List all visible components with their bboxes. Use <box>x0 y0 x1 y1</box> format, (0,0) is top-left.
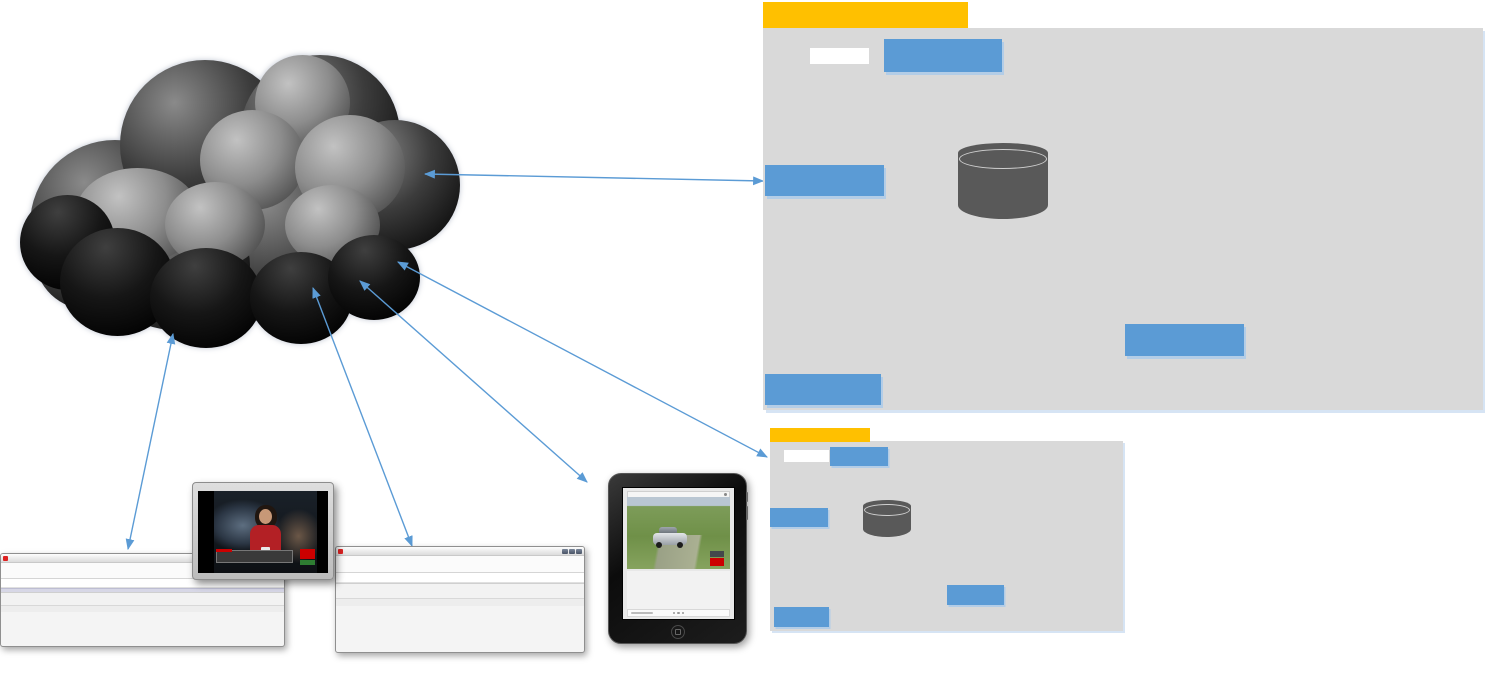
anchor-face <box>259 509 272 524</box>
ipad-video-frame <box>627 497 730 569</box>
server2-snmp-label <box>784 450 829 462</box>
server2-alarms-module <box>830 447 888 466</box>
server1-snmp-label <box>810 48 869 64</box>
server1-storage <box>958 143 1048 228</box>
page-dot-icon <box>672 611 676 615</box>
score-bug <box>710 551 724 557</box>
server1-alarms-module <box>884 39 1002 72</box>
audio-channel-bar <box>336 556 584 573</box>
red-tag <box>216 549 232 552</box>
audio-titlebar <box>336 547 584 556</box>
cnn-logo <box>710 558 724 566</box>
tcpip-label <box>160 397 175 465</box>
close-icon <box>576 548 582 554</box>
server1-config-module <box>765 374 881 405</box>
car-cabin <box>659 527 677 535</box>
cloud-blob <box>150 248 262 348</box>
video-black-bar <box>317 491 328 573</box>
server1-box <box>763 28 1483 410</box>
server1-net-module <box>765 165 884 196</box>
volume-button <box>746 506 748 520</box>
ipad-device <box>608 473 748 644</box>
page-dot-icon <box>677 611 680 615</box>
app-icon <box>338 548 343 554</box>
green-ticker <box>300 560 315 565</box>
tv-titlebar <box>1 554 284 563</box>
ipad-bottom-bar <box>627 609 730 617</box>
page-dot-icon <box>681 611 685 615</box>
audio-date-row <box>336 573 584 583</box>
tv-marker-strip <box>1 588 284 592</box>
server2-config-module <box>774 607 829 627</box>
ipad-thumbnail-grid <box>627 571 730 609</box>
record-dot-icon <box>724 493 727 496</box>
app-icon <box>3 555 8 561</box>
server1-header <box>763 2 968 28</box>
cloud-blob <box>328 235 420 320</box>
server2-net-module <box>770 508 828 527</box>
audio-toolbar <box>336 583 584 598</box>
server2-header <box>770 428 870 442</box>
video-popup-frame <box>198 491 328 573</box>
storage-cylinder-ring <box>959 149 1047 169</box>
home-button <box>670 625 685 639</box>
server2-meta-module <box>947 585 1004 605</box>
tv-toolbar <box>1 592 284 605</box>
server1-meta-module <box>1125 324 1244 356</box>
server2-storage <box>863 500 911 542</box>
volume-button <box>746 492 748 502</box>
server2-box <box>770 441 1123 631</box>
storage-cylinder-ring <box>864 504 910 516</box>
cnn-logo <box>300 549 315 559</box>
window-buttons <box>562 548 582 554</box>
tcpip-label <box>570 321 632 354</box>
lower-third-banner <box>216 550 293 563</box>
scrub-slider <box>631 612 653 614</box>
ipad-screen <box>622 487 735 620</box>
audio-player-window <box>335 546 585 653</box>
car-wheel <box>656 542 662 548</box>
tv-player-window <box>0 553 285 647</box>
video-black-bar <box>198 491 214 573</box>
tcpip-label <box>365 366 390 431</box>
tv-date-row <box>1 579 284 588</box>
video-popup-title <box>193 483 333 490</box>
car-wheel <box>677 542 683 548</box>
minimize-icon <box>562 548 568 554</box>
internet-cloud <box>0 0 470 370</box>
video-popup-window <box>192 482 334 580</box>
maximize-icon <box>569 548 575 554</box>
